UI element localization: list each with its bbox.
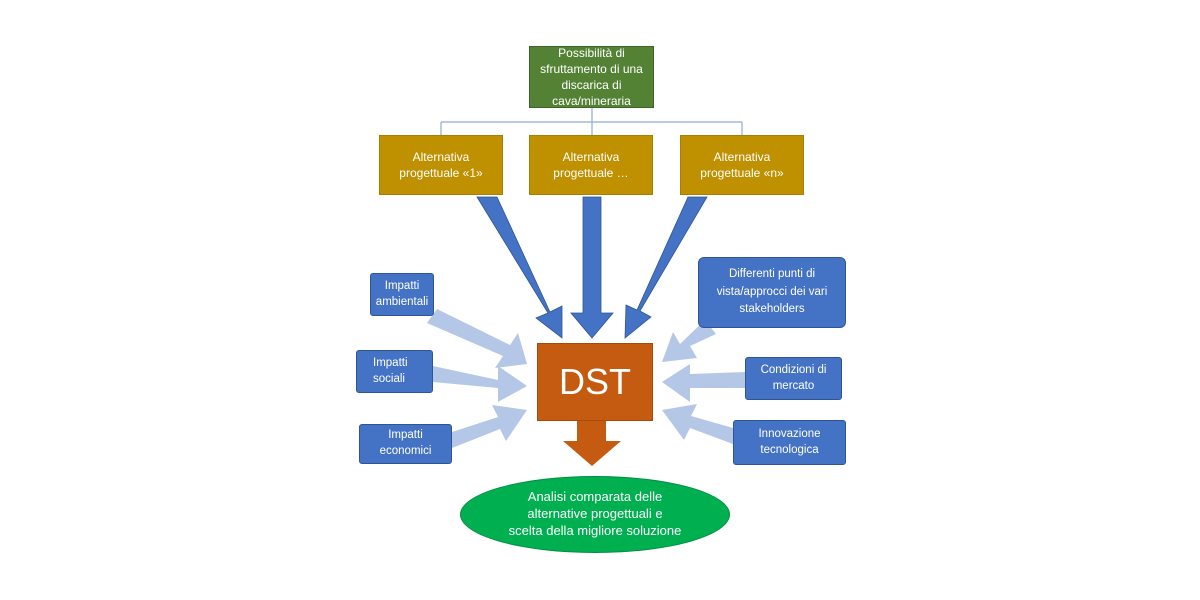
factor-condizioni-mercato: Condizioni di mercato — [745, 357, 842, 400]
factor-innovazione-tecnologica: Innovazione tecnologica — [733, 420, 846, 465]
arrow-sociali-to-dst — [433, 366, 527, 402]
dst-label: DST — [559, 361, 631, 402]
factor-stakeholders: Differenti punti di vista/approcci dei v… — [698, 257, 846, 328]
root-box: Possibilità di sfruttamento di una disca… — [529, 46, 654, 108]
arrow-economici-to-dst — [452, 405, 527, 448]
root-label: Possibilità di sfruttamento di una disca… — [540, 45, 643, 109]
alternative-label: Alternativa progettuale «n» — [700, 149, 784, 180]
arrow-altn-to-dst — [624, 196, 708, 339]
arrow-mercato-to-dst — [662, 364, 745, 402]
tree-connector — [440, 108, 743, 135]
factor-impatti-sociali: Impatti sociali — [356, 350, 433, 393]
dst-box: DST — [537, 343, 653, 421]
alternative-box-1: Alternativa progettuale «1» — [379, 135, 503, 195]
arrow-alt1-to-dst — [476, 196, 563, 339]
factor-label: Impatti ambientali — [375, 279, 429, 308]
factor-label: Condizioni di mercato — [760, 363, 827, 392]
alternative-box-2: Alternativa progettuale … — [529, 135, 653, 195]
result-label: Analisi comparata delle alternative prog… — [508, 489, 682, 538]
alternative-label: Alternativa progettuale … — [553, 149, 629, 180]
arrow-stakeholders-to-dst — [662, 320, 716, 362]
arrow-ambientali-to-dst — [427, 309, 527, 368]
alternative-arrows — [476, 196, 708, 339]
arrow-alt2-to-dst — [570, 196, 614, 339]
factor-impatti-economici: Impatti economici — [359, 424, 452, 464]
factor-impatti-ambientali: Impatti ambientali — [370, 273, 434, 316]
result-ellipse: Analisi comparata delle alternative prog… — [460, 476, 730, 553]
alternative-box-n: Alternativa progettuale «n» — [680, 135, 804, 195]
alternative-label: Alternativa progettuale «1» — [399, 149, 483, 180]
factor-label: Impatti sociali — [373, 356, 408, 385]
arrow-dst-to-result — [563, 421, 621, 466]
arrow-innovazione-to-dst — [662, 404, 733, 444]
left-factor-arrows — [427, 309, 527, 448]
factor-label: Innovazione tecnologica — [758, 427, 821, 456]
factor-label: Differenti punti di vista/approcci dei v… — [716, 267, 828, 316]
factor-label: Impatti economici — [379, 429, 432, 457]
right-factor-arrows — [662, 320, 745, 444]
